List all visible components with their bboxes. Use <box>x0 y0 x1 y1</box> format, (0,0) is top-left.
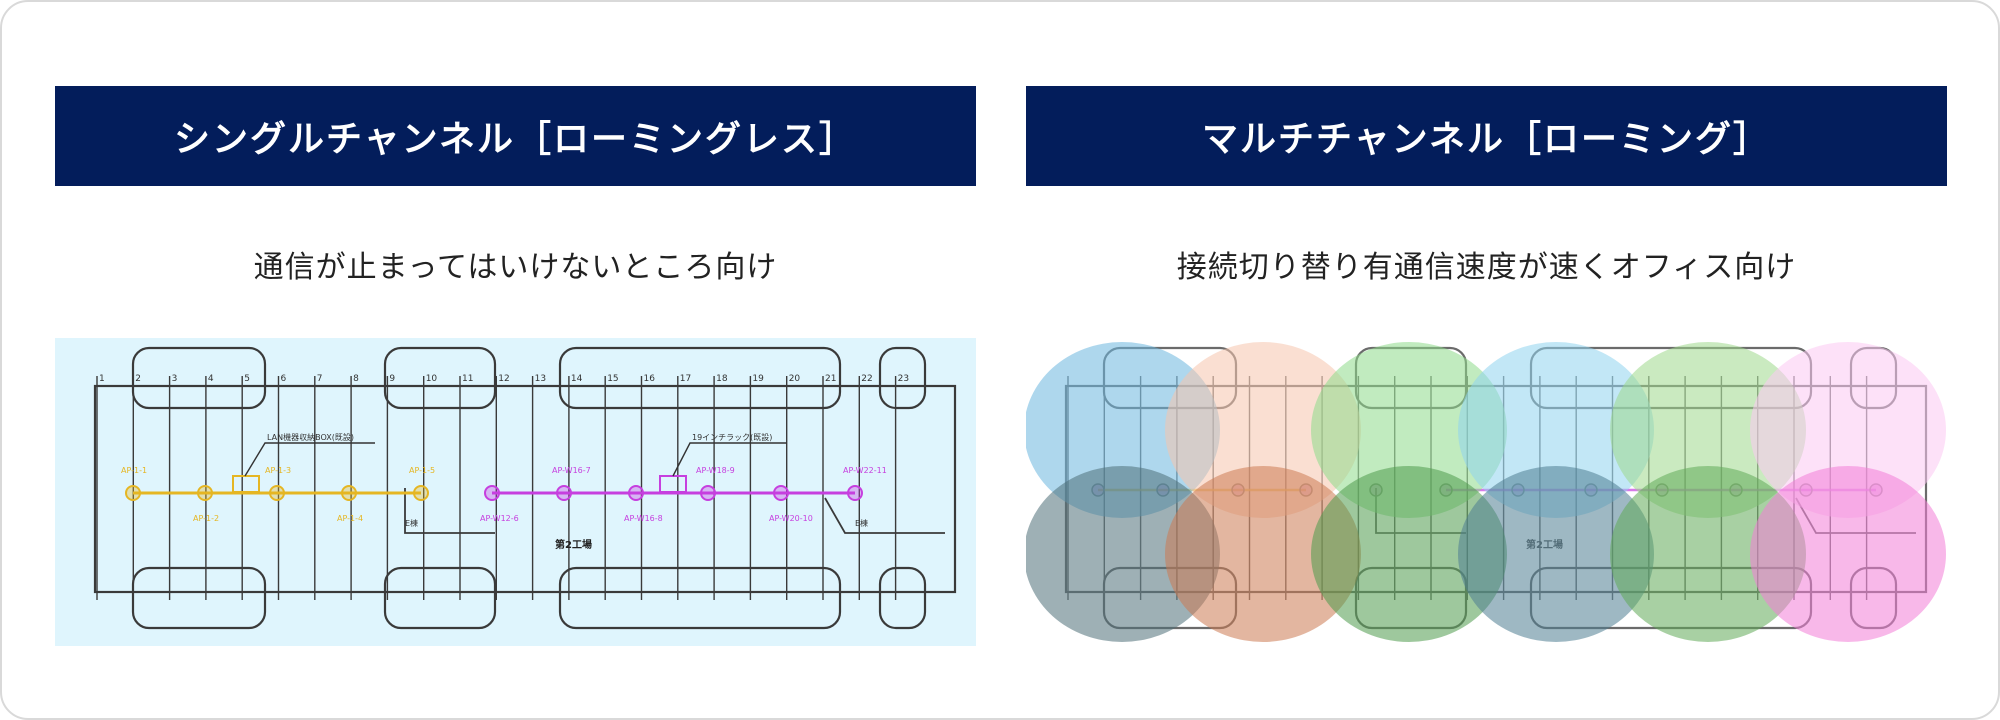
access-point-label: AP-W22-11 <box>843 466 887 475</box>
access-point-icon <box>700 485 716 501</box>
column-number: 3 <box>172 374 178 384</box>
coverage-zone <box>1165 466 1361 642</box>
building-wing-top <box>383 346 497 410</box>
column-number: 8 <box>353 374 359 384</box>
column-number: 7 <box>317 374 323 384</box>
building-wing-bottom <box>383 566 497 630</box>
coverage-zone <box>1610 466 1806 642</box>
access-point-icon <box>341 485 357 501</box>
equipment-note: 19インチラック(既設) <box>692 432 772 442</box>
building-body <box>93 384 957 594</box>
column-number: 5 <box>244 374 250 384</box>
access-point-icon <box>847 485 863 501</box>
access-point-icon <box>413 485 429 501</box>
coverage-zone <box>1311 466 1507 642</box>
access-point-icon <box>773 485 789 501</box>
building-wing-top <box>878 346 927 410</box>
multi-channel-header: マルチチャンネル［ローミング］ <box>1026 86 1947 186</box>
coverage-zone <box>1026 342 1220 518</box>
multi-channel-floor-plan: 第2工場 <box>1026 338 1947 646</box>
coverage-zone <box>1610 342 1806 518</box>
multi-channel-panel: マルチチャンネル［ローミング］ 接続切り替り有通信速度が速くオフィス向け 第2工… <box>1026 86 1947 646</box>
area-label: 第2工場 <box>555 538 592 551</box>
callout-line <box>672 442 787 477</box>
column-number: 9 <box>389 374 395 384</box>
column-number: 2 <box>135 374 141 384</box>
building-note: E棟 <box>855 518 868 528</box>
access-point-label: AP-W18-9 <box>696 466 735 475</box>
single-channel-header: シングルチャンネル［ローミングレス］ <box>55 86 976 186</box>
column-number: 4 <box>208 374 214 384</box>
column-number: 21 <box>825 374 836 384</box>
column-number: 1 <box>99 374 105 384</box>
building-wing-top <box>558 346 842 410</box>
equipment-note: LAN機器収納BOX(既設) <box>267 432 354 442</box>
access-point-icon <box>628 485 644 501</box>
column-number: 16 <box>644 374 656 384</box>
single-channel-title: シングルチャンネル［ローミングレス］ <box>174 119 857 160</box>
column-number: 19 <box>752 374 764 384</box>
lan-box-icon <box>232 475 260 493</box>
column-number: 10 <box>426 374 438 384</box>
multi-channel-title: マルチチャンネル［ローミング］ <box>1202 119 1771 160</box>
coverage-zone <box>1165 342 1361 518</box>
coverage-zone <box>1026 466 1220 642</box>
inner-wall <box>404 488 495 534</box>
coverage-zone <box>1458 342 1654 518</box>
access-point-label: AP-1-1 <box>121 466 147 475</box>
single-channel-subtitle: 通信が止まってはいけないところ向け <box>253 250 778 285</box>
column-number: 6 <box>281 374 287 384</box>
access-point-icon <box>197 485 213 501</box>
access-point-icon <box>556 485 572 501</box>
column-number: 11 <box>462 374 473 384</box>
floor-plan-svg: 第2工場 <box>1026 338 1947 646</box>
building-wing-bottom <box>558 566 842 630</box>
callout-line <box>244 442 375 477</box>
access-point-label: AP-W16-8 <box>624 514 663 523</box>
access-point-label: AP-1-3 <box>265 466 291 475</box>
column-number: 18 <box>716 374 728 384</box>
access-point-label: AP-1-2 <box>193 514 219 523</box>
building-wing-bottom <box>878 566 927 630</box>
access-point-icon <box>484 485 500 501</box>
column-number: 22 <box>861 374 872 384</box>
column-number: 12 <box>498 374 509 384</box>
access-point-label: AP-W16-7 <box>552 466 591 475</box>
coverage-zone <box>1458 466 1654 642</box>
column-number: 13 <box>535 374 546 384</box>
inner-wall <box>824 497 945 534</box>
column-number: 20 <box>789 374 801 384</box>
coverage-zone <box>1750 342 1946 518</box>
access-point-icon <box>269 485 285 501</box>
access-point-icon <box>125 485 141 501</box>
coverage-zone <box>1750 466 1946 642</box>
building-note: E棟 <box>405 518 418 528</box>
access-point-label: AP-W20-10 <box>769 514 813 523</box>
column-number: 17 <box>680 374 691 384</box>
access-point-label: AP-1-4 <box>337 514 363 523</box>
multi-channel-subtitle: 接続切り替り有通信速度が速くオフィス向け <box>1176 250 1797 285</box>
column-number: 23 <box>898 374 909 384</box>
column-number: 15 <box>607 374 618 384</box>
column-number: 14 <box>571 374 583 384</box>
access-point-label: AP-W12-6 <box>480 514 519 523</box>
coverage-zone <box>1311 342 1507 518</box>
access-point-label: AP-1-5 <box>409 466 435 475</box>
